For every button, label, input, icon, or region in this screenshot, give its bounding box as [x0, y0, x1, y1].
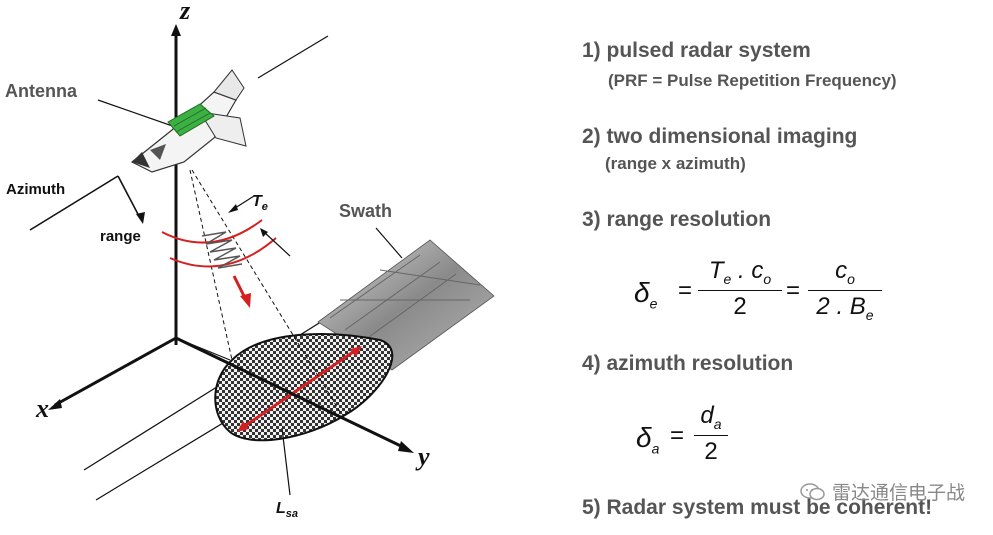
range-indicator-line — [117, 175, 141, 219]
te-pointer-1-head — [228, 204, 238, 213]
eq-range-equals-1: = — [678, 277, 693, 304]
range-indicator-arrowhead — [136, 212, 145, 224]
azimuth-label: Azimuth — [6, 181, 66, 198]
te-pointer-2-head — [260, 228, 268, 237]
item-coherent: 5) Radar system must be coherent! — [582, 496, 933, 519]
swath-label: Swath — [339, 201, 393, 221]
te-label: Te — [252, 193, 268, 214]
spacecraft-icon — [130, 69, 247, 173]
item-azimuth-resolution: 4) azimuth resolution — [582, 352, 794, 375]
wavefront-arc-2 — [169, 237, 277, 268]
beam-edge-1 — [189, 169, 233, 361]
eq-range-den-1: 2 — [733, 293, 747, 320]
eq-azimuth-fraction-bar — [694, 435, 728, 436]
watermark-text: 雷达通信电子战 — [831, 483, 965, 504]
azimuth-indicator-line — [29, 175, 119, 231]
eq-azimuth-num: da — [700, 402, 722, 432]
sar-geometry-diagram: z x y Antenna Azimuth range Swath Te Lsa — [5, 0, 495, 521]
orbit-line — [257, 35, 329, 79]
y-axis-arrowhead — [398, 441, 414, 453]
lsa-label: Lsa — [276, 500, 299, 521]
antenna-label: Antenna — [5, 81, 77, 101]
eq-azimuth-lhs: δa — [636, 422, 660, 457]
pulse-waveform — [201, 231, 243, 269]
eq-range-fraction-bar-2 — [808, 290, 882, 291]
antenna-leader-line — [97, 99, 179, 129]
wavefront-arc-1 — [161, 219, 263, 244]
z-axis-arrowhead — [171, 24, 181, 36]
eq-azimuth-equals: = — [670, 422, 685, 449]
diagram-canvas — [29, 24, 495, 501]
range-label: range — [100, 228, 141, 245]
item-pulsed-radar-note: (PRF = Pulse Repetition Frequency) — [608, 71, 897, 90]
wechat-icon — [800, 482, 825, 500]
eq-azimuth-den: 2 — [704, 438, 718, 465]
x-axis-arrowhead — [48, 399, 62, 410]
synthetic-aperture-arrow — [241, 348, 357, 430]
eq-range-num-1: Te . co — [708, 257, 772, 287]
y-axis-label: y — [418, 442, 430, 471]
propagation-arrowhead — [240, 293, 251, 308]
swath-leader-line — [375, 227, 403, 259]
z-axis-label: z — [180, 0, 191, 25]
item-2d-imaging: 2) two dimensional imaging — [582, 125, 858, 148]
eq-range-den-2: 2 . Be — [816, 293, 874, 323]
x-axis-label: x — [36, 394, 49, 423]
properties-panel: 1) pulsed radar system (PRF = Pulse Repe… — [560, 0, 993, 535]
te-pointer-2 — [263, 231, 291, 257]
swath-terrain-detail — [329, 254, 481, 343]
synthetic-aperture-arrowhead-b — [237, 421, 249, 432]
eq-range-fraction-bar-1 — [698, 290, 782, 291]
x-axis — [54, 336, 177, 407]
item-pulsed-radar: 1) pulsed radar system — [582, 39, 811, 62]
range-resolution-equation: δe = Te . co 2 = co 2 . Be — [634, 255, 894, 335]
eq-range-num-2: co — [835, 257, 855, 287]
lsa-leader-line — [281, 427, 291, 496]
beam-edge-2 — [191, 169, 343, 416]
item-2d-imaging-note: (range x azimuth) — [605, 154, 746, 173]
eq-range-equals-2: = — [786, 277, 801, 304]
item-range-resolution: 3) range resolution — [582, 208, 772, 231]
y-axis — [175, 336, 406, 450]
eq-range-lhs: δe — [634, 277, 658, 312]
watermark: 雷达通信电子战 — [800, 478, 965, 505]
nadir-line — [175, 337, 231, 361]
azimuth-resolution-equation: δa = da 2 — [636, 402, 756, 472]
synthetic-aperture-arrowhead-a — [350, 346, 362, 357]
